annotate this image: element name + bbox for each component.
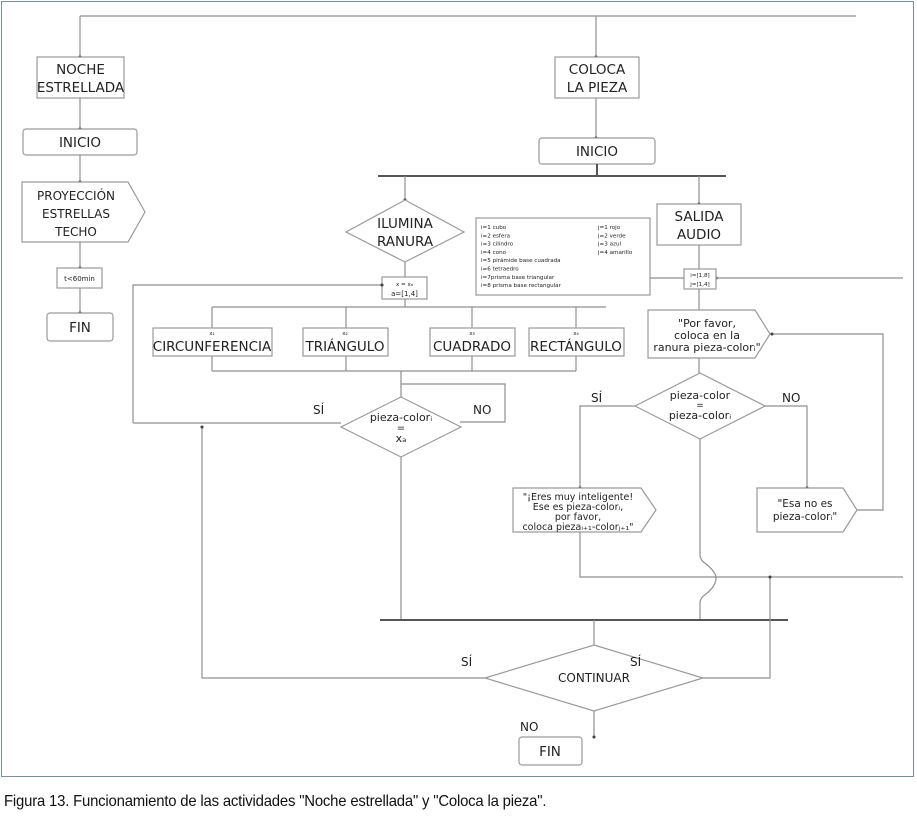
piece-legend-item: i=8 prisma base rectangular	[481, 283, 562, 289]
shape-box	[429, 327, 516, 357]
shape-option-triangulo: x₂ TRIÁNGULO	[302, 327, 389, 357]
coloca-title-box	[554, 56, 640, 99]
piece-legend-item: i=5 pirámide base cuadrada	[481, 257, 561, 264]
figure-frame	[1, 1, 914, 777]
legend-colors: j=1 rojo j=2 verde j=3 azul j=4 amarillo	[597, 225, 633, 256]
prompt-display	[647, 309, 771, 359]
shape-box	[528, 327, 625, 357]
noche-condition-label: t<60min	[64, 275, 95, 283]
check-line2: =	[397, 423, 405, 434]
noche-title-line1: NOCHE	[56, 62, 105, 78]
coloca-la-pieza-flow: COLOCA LA PIEZA INICIO ILUMINA RANURA x …	[132, 16, 903, 766]
range-line2: j=[1,4]	[689, 282, 710, 288]
shape-var: x₃	[469, 331, 475, 337]
crossover-line	[699, 439, 717, 620]
coloca-end-label: FIN	[539, 744, 561, 760]
coloca-title-line1: COLOCA	[569, 62, 626, 78]
no-loop-line	[401, 383, 506, 423]
piece-legend-item: i=3 cilindro	[481, 242, 514, 248]
shape-var: x₄	[573, 331, 579, 337]
legend-frame	[475, 217, 651, 296]
rcheck-line3: pieza-colorᵢ	[669, 409, 731, 422]
shape-var: x₁	[209, 331, 215, 337]
color-legend-item: j=3 azul	[597, 242, 621, 248]
prompt-line2: coloca en la	[674, 329, 740, 342]
noche-end-label: FIN	[69, 320, 91, 336]
color-legend-item: j=1 rojo	[597, 225, 621, 231]
range-line1: i=[1,8]	[690, 273, 710, 279]
assign-line1: x = xₐ	[396, 282, 413, 288]
shape-label: CUADRADO	[433, 339, 511, 355]
right-no-label: NO	[782, 391, 800, 405]
range-box	[683, 268, 717, 290]
success-line4: coloca piezaᵢ₊₁-colorⱼ₊₁"	[522, 522, 633, 533]
success-to-loop-line	[579, 532, 903, 578]
noche-start-label: INICIO	[59, 135, 101, 151]
noche-output-line3: TECHO	[54, 225, 97, 239]
shape-label: RECTÁNGULO	[530, 338, 622, 355]
flowchart: NOCHE ESTRELLADA INICIO PROYECCIÓN ESTRE…	[21, 15, 903, 766]
assign-line2: a=[1,4]	[391, 290, 418, 298]
check-line3: xₐ	[396, 432, 407, 445]
fail-display	[756, 487, 858, 533]
ilumina-line1: ILUMINA	[377, 216, 433, 232]
noche-estrellada-flow: NOCHE ESTRELLADA INICIO PROYECCIÓN ESTRE…	[21, 16, 146, 342]
continue-yes-right-label: SÍ	[630, 654, 642, 669]
success-line3: por favor,	[555, 512, 601, 523]
no-path	[765, 405, 809, 490]
coloca-title-line2: LA PIEZA	[567, 80, 628, 96]
color-legend-item: j=4 amarillo	[597, 250, 633, 256]
rcheck-line2: =	[696, 401, 704, 411]
shape-label: TRIÁNGULO	[305, 338, 385, 355]
continue-yes-left-label: SÍ	[461, 654, 473, 669]
fail-line2: pieza-colorᵢ"	[773, 511, 837, 523]
piece-legend-item: i=1 cubo	[481, 225, 507, 231]
continue-yes-right-path	[703, 575, 772, 679]
shape-option-rectangulo: x₄ RECTÁNGULO	[528, 327, 625, 357]
noche-end-terminal	[46, 312, 114, 342]
noche-title-line2: ESTRELLADA	[37, 80, 125, 96]
left-no-label: NO	[473, 403, 491, 417]
success-line2: Ese es pieza-colorᵢ,	[533, 502, 624, 513]
piece-legend-item: i=7prisma base triangular	[481, 275, 555, 281]
noche-output-line1: PROYECCIÓN	[37, 188, 115, 203]
shape-option-cuadrado: x₃ CUADRADO	[429, 327, 516, 357]
continue-no-label: NO	[520, 720, 538, 734]
shape-label: CIRCUNFERENCIA	[153, 339, 272, 355]
shape-box	[152, 327, 273, 357]
salida-line1: SALIDA	[675, 209, 725, 225]
shape-option-circunferencia: x₁ CIRCUNFERENCIA	[152, 327, 273, 357]
left-yes-label: SÍ	[313, 402, 325, 417]
color-legend-item: j=2 verde	[597, 233, 626, 239]
retry-loop-line	[770, 332, 884, 511]
success-line1: "¡Eres muy inteligente!	[523, 492, 633, 503]
ilumina-line2: RANURA	[377, 234, 434, 250]
check-line1: pieza-colorᵢ	[370, 411, 432, 424]
noche-output-line2: ESTRELLAS	[42, 207, 110, 221]
continue-yes-left-path	[200, 425, 485, 679]
success-display	[512, 487, 657, 533]
noche-title-box	[36, 56, 125, 99]
loop-back-line	[132, 283, 384, 414]
fail-line1: "Esa no es	[777, 498, 832, 510]
prompt-line1: "Por favor,	[678, 317, 736, 330]
piece-legend-item: i=6 tetraedro	[481, 267, 519, 273]
continuar-label: CONTINUAR	[558, 671, 630, 685]
salida-audio-box	[656, 203, 742, 246]
piece-legend-item: i=2 esfera	[481, 233, 510, 239]
yes-path	[578, 405, 635, 490]
coloca-start-label: INICIO	[576, 144, 618, 160]
figure-caption: Figura 13. Funcionamiento de las activid…	[4, 793, 547, 810]
salida-line2: AUDIO	[677, 227, 721, 243]
shape-var: x₂	[342, 331, 348, 337]
right-yes-label: SÍ	[591, 390, 603, 405]
rcheck-line1: pieza-color	[670, 389, 731, 402]
coloca-end-terminal	[518, 736, 583, 766]
noche-output-display	[21, 181, 146, 243]
piece-legend-item: i=4 cono	[481, 250, 507, 256]
shape-box	[302, 327, 389, 357]
prompt-line3: ranura pieza-colorᵢ"	[653, 341, 760, 354]
